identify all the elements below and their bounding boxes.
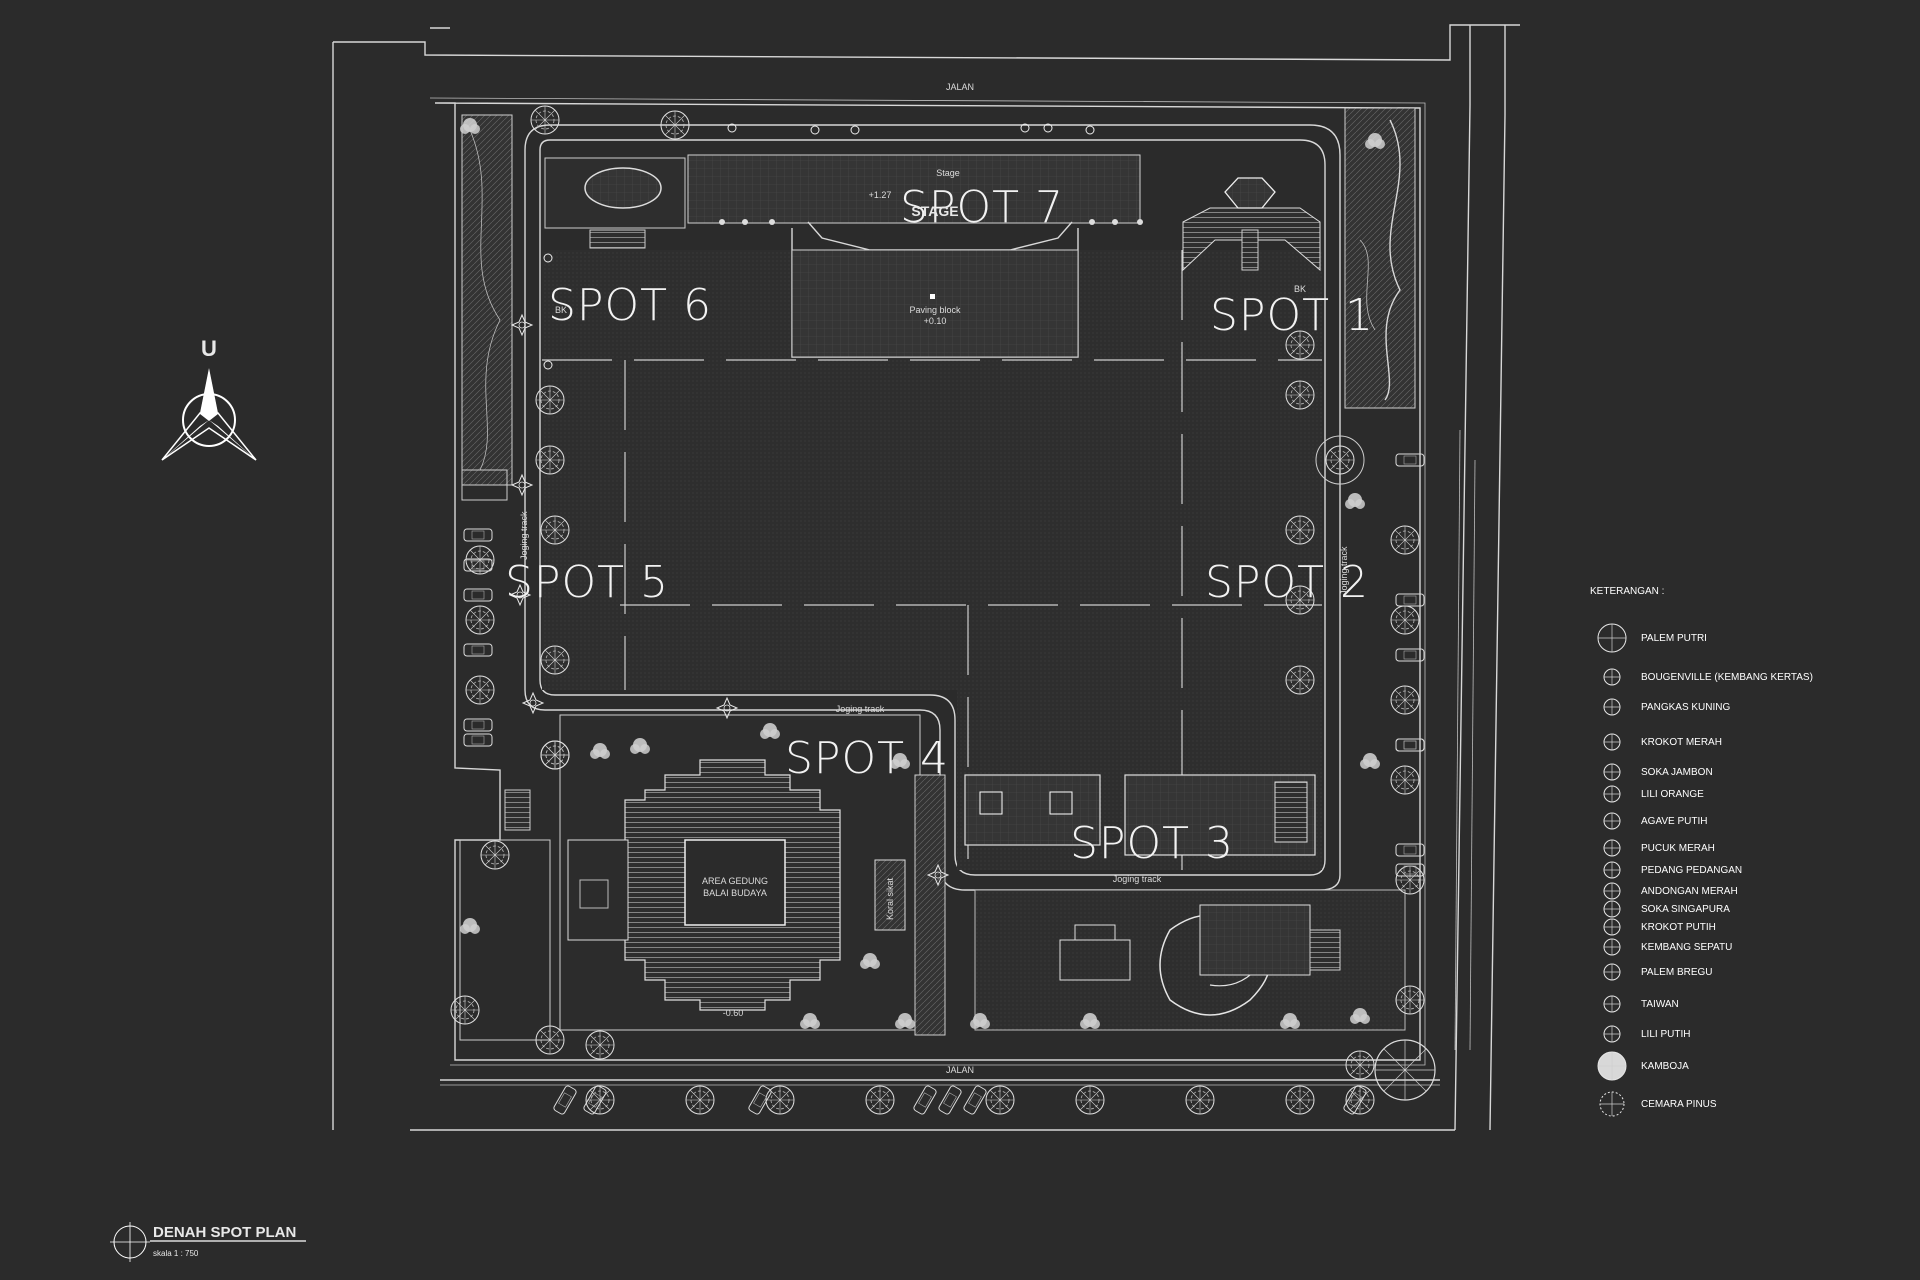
legend-item-label: LILI ORANGE xyxy=(1641,789,1704,800)
legend: KETERANGAN : PALEM PUTRI BOUGENVILLE (KEM… xyxy=(1590,586,1813,1117)
legend-item-label: PANGKAS KUNING xyxy=(1641,702,1730,713)
balai-level-label: -0.60 xyxy=(723,1008,744,1018)
jalan-bottom-label: JALAN xyxy=(946,1065,974,1075)
spot-6-label: SPOT 6 xyxy=(548,280,712,331)
legend-item-label: KROKOT PUTIH xyxy=(1641,922,1716,933)
legend-symbol-kamboja xyxy=(1597,1051,1627,1081)
legend-symbol-lili-orange xyxy=(1603,785,1621,803)
legend-item-label: LILI PUTIH xyxy=(1641,1029,1690,1040)
legend-item-label: KEMBANG SEPATU xyxy=(1641,942,1732,953)
jogging-track-bottom-label: Joging track xyxy=(1113,874,1162,884)
legend-symbol-pangkas-kuning xyxy=(1603,698,1621,716)
legend-symbol-andongan-merah xyxy=(1603,882,1621,900)
spot-3-label: SPOT 3 xyxy=(1070,818,1234,869)
legend-symbol-soka-jambon xyxy=(1603,763,1621,781)
drawing-title: DENAH SPOT PLAN xyxy=(153,1224,296,1241)
legend-item-label: AGAVE PUTIH xyxy=(1641,816,1708,827)
stage-level-label: +1.27 xyxy=(869,190,892,200)
legend-item-label: PEDANG PEDANGAN xyxy=(1641,865,1742,876)
legend-symbol-kembang-sepatu xyxy=(1603,938,1621,956)
jogging-track-left-label: Joging track xyxy=(519,511,529,560)
balai-label-line1: AREA GEDUNG xyxy=(702,876,768,886)
bk-left-label: BK xyxy=(555,305,567,315)
legend-item-label: PALEM PUTRI xyxy=(1641,633,1707,644)
bottom-right-facilities xyxy=(974,889,1406,1031)
paving-level-label: +0.10 xyxy=(924,316,947,326)
oval-pool xyxy=(584,167,662,209)
balai-budaya-building xyxy=(559,714,946,1036)
legend-symbol-palem-bregu xyxy=(1603,963,1621,981)
bk-right-label: BK xyxy=(1294,284,1306,294)
paving-block xyxy=(791,249,1079,358)
legend-item-label: PUCUK MERAH xyxy=(1641,843,1715,854)
north-letter: U xyxy=(201,336,217,361)
legend-symbol-krokot-merah xyxy=(1603,733,1621,751)
lamp-posts xyxy=(543,123,1143,370)
legend-item-label: TAIWAN xyxy=(1641,999,1679,1010)
right-garden-strip xyxy=(1344,107,1416,409)
stage-plaza xyxy=(687,154,1141,224)
jogging-track-top-label: Joging track xyxy=(836,704,885,714)
legend-item-label: SOKA SINGAPURA xyxy=(1641,904,1730,915)
legend-item-label: SOKA JAMBON xyxy=(1641,767,1713,778)
legend-item-label: KROKOT MERAH xyxy=(1641,737,1722,748)
stage-label: STAGE xyxy=(911,203,958,219)
north-arrow xyxy=(161,368,257,461)
legend-symbol-krokot-putih xyxy=(1603,918,1621,936)
legend-symbol-bougenville-kembang-kertas xyxy=(1603,668,1621,686)
spot-5-label: SPOT 5 xyxy=(505,557,669,608)
paving-label: Paving block xyxy=(909,305,961,315)
legend-item-label: CEMARA PINUS xyxy=(1641,1099,1717,1110)
balai-label-line2: BALAI BUDAYA xyxy=(703,888,767,898)
legend-symbol-lili-putih xyxy=(1603,1025,1621,1043)
road-outline xyxy=(332,24,1520,1131)
legend-symbol-taiwan xyxy=(1603,995,1621,1013)
legend-item-label: KAMBOJA xyxy=(1641,1061,1689,1072)
jalan-top-label: JALAN xyxy=(946,82,974,92)
left-pavilion xyxy=(461,469,508,501)
legend-item-label: BOUGENVILLE (KEMBANG KERTAS) xyxy=(1641,672,1813,683)
bottom-parking-cars xyxy=(552,1084,1368,1116)
legend-symbol-soka-singapura xyxy=(1603,900,1621,918)
legend-symbol-agave-putih xyxy=(1603,812,1621,830)
legend-symbol-pucuk-merah xyxy=(1603,839,1621,857)
jogging-track xyxy=(524,124,1341,891)
drawing-scale: skala 1 : 750 xyxy=(153,1249,199,1258)
spot-2-label: SPOT 2 xyxy=(1205,557,1369,608)
legend-heading: KETERANGAN : xyxy=(1590,586,1664,597)
spot-4-label: SPOT 4 xyxy=(785,733,949,784)
legend-symbol-palem-putri xyxy=(1597,623,1627,653)
stage-small-label: Stage xyxy=(936,168,960,178)
spot-1-label: SPOT 1 xyxy=(1210,290,1374,341)
koral-label: Koral sikat xyxy=(885,877,895,920)
spot3-plazas xyxy=(964,774,1316,856)
spot-7-label: SPOT 7 xyxy=(900,182,1064,233)
legend-symbol-pedang-pedangan xyxy=(1603,861,1621,879)
legend-item-label: PALEM BREGU xyxy=(1641,967,1713,978)
legend-symbol-cemara-pinus xyxy=(1599,1091,1625,1117)
jogging-track-right-label: Joging track xyxy=(1339,546,1349,595)
title-block xyxy=(110,1222,306,1262)
legend-item-label: ANDONGAN MERAH xyxy=(1641,886,1738,897)
amphitheater-spot1 xyxy=(1182,177,1321,272)
